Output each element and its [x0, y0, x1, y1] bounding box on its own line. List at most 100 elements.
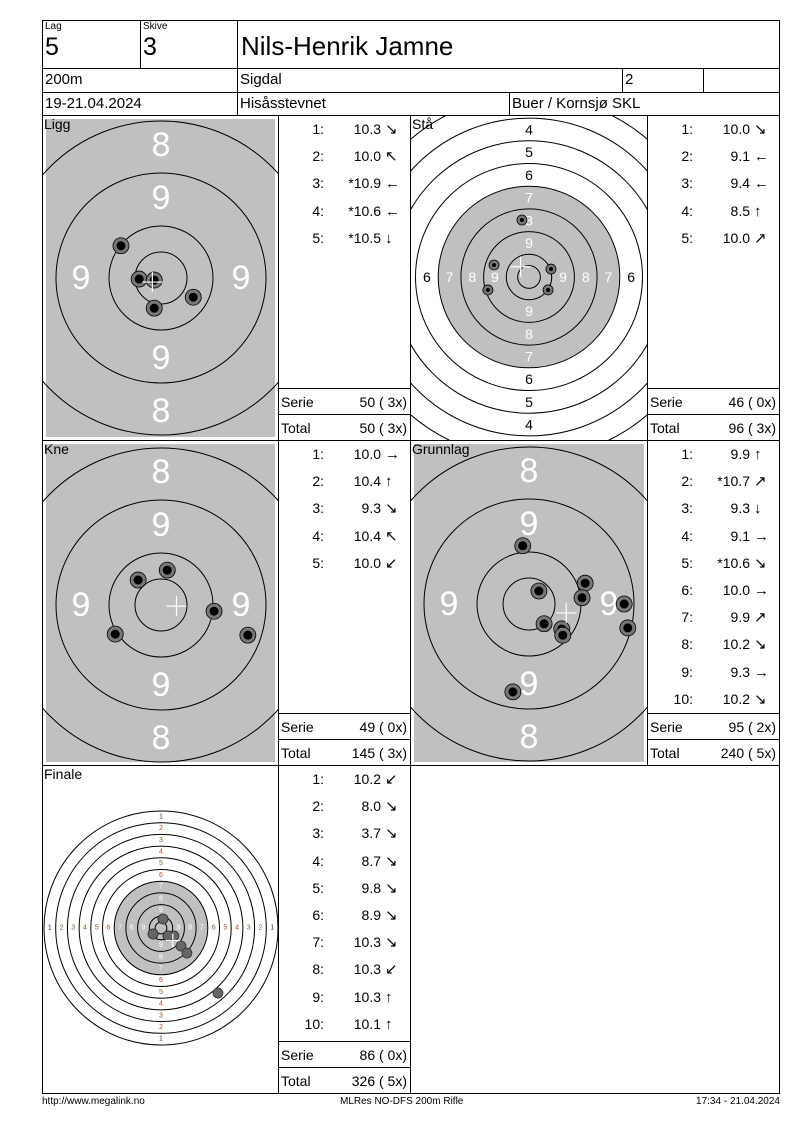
shot-hole: [184, 288, 202, 306]
shot-hole: [145, 299, 163, 317]
shot-number: 2:: [681, 473, 693, 490]
ring-number: 5: [223, 925, 227, 932]
ring-number: 9: [152, 339, 171, 377]
shot-row: 5: 10.0 ↙: [279, 550, 410, 577]
ring-number: 8: [582, 269, 590, 285]
shot-number: 1:: [681, 121, 693, 137]
ring-number: 8: [159, 954, 163, 961]
shot-value: 8.5: [730, 202, 750, 219]
ring-number: 9: [141, 925, 145, 932]
ring-number: 9: [177, 925, 181, 932]
shot-row: 2: 10.0 ↖: [279, 143, 410, 170]
ring-number: 4: [83, 925, 87, 932]
shot-value: 10.0: [722, 582, 750, 598]
direction-arrow-icon: →: [385, 446, 400, 463]
shot-number: 2:: [312, 798, 324, 815]
ring-number: 9: [559, 269, 567, 285]
footer-url[interactable]: http://www.megalink.no: [42, 1096, 145, 1107]
direction-arrow-icon: ↖: [385, 148, 398, 166]
shot-value: 10.3: [353, 121, 381, 137]
ring-number: 7: [200, 925, 204, 932]
total-label: Total: [281, 745, 311, 761]
shot-value: 10.0: [353, 446, 381, 462]
organizer: Buer / Kornsjø SKL: [512, 95, 641, 112]
direction-arrow-icon: ↘: [385, 879, 398, 897]
shot-number: 2:: [681, 148, 693, 165]
shot-hole: [158, 561, 176, 579]
direction-arrow-icon: ↗: [754, 229, 767, 247]
shot-value: 9.3: [730, 500, 750, 517]
total-label: Total: [650, 745, 680, 761]
ring-number: 6: [525, 167, 533, 183]
ring-number: 4: [525, 121, 533, 137]
shot-value: 10.3: [353, 988, 381, 1005]
shot-number: 1:: [312, 121, 324, 137]
ring-number: 6: [627, 269, 635, 285]
shot-value: 9.1: [730, 148, 750, 165]
group-center-cross-icon: [142, 272, 163, 293]
target-ring: [66, 833, 256, 1023]
ring-number: 7: [118, 925, 122, 932]
direction-arrow-icon: ↙: [385, 771, 398, 788]
ring-number: 2: [60, 925, 64, 932]
shot-number: 3:: [681, 500, 693, 517]
shot-hole: [554, 626, 572, 644]
target-background: [46, 444, 275, 762]
ring-number: 3: [159, 1012, 163, 1019]
footer-timestamp: 17:34 - 21.04.2024: [696, 1096, 780, 1107]
group-center-cross-icon: [166, 596, 187, 617]
ring-number: 7: [446, 269, 454, 285]
shot-value: 10.0: [722, 121, 750, 137]
shot-value: 10.2: [722, 636, 750, 653]
ring-number: 8: [525, 212, 533, 228]
shot-value: 3.7: [361, 825, 381, 842]
direction-arrow-icon: ↑: [385, 473, 393, 491]
ring-number: 8: [520, 718, 539, 756]
serie-label: Serie: [650, 719, 683, 735]
ring-number: 5: [95, 925, 99, 932]
ring-number: 8: [520, 452, 539, 490]
shot-row: 5: *10.5 ↓: [279, 225, 410, 252]
shot-value: 10.2: [353, 771, 381, 787]
ring-number: 4: [159, 1001, 163, 1008]
ring-number: 3: [159, 837, 163, 844]
shot-number: 5:: [681, 554, 693, 571]
serie-value: 95 ( 2x): [728, 719, 776, 735]
target-ring: [43, 447, 278, 763]
target-ring: [55, 172, 267, 384]
shot-number: 7:: [681, 609, 693, 626]
ring-number: 9: [232, 586, 251, 624]
serie-value: 49 ( 0x): [359, 719, 407, 735]
ring-number: 7: [159, 965, 163, 972]
ring-number: 9: [600, 585, 619, 623]
shot-value: 9.3: [361, 500, 381, 517]
shot-number: 9:: [312, 988, 324, 1005]
shot-row: 4: *10.6 ←: [279, 198, 410, 225]
target-label: Ligg: [44, 116, 71, 132]
direction-arrow-icon: ↘: [754, 636, 767, 654]
class-cell: 2: [622, 68, 704, 93]
shot-hole: [162, 930, 174, 942]
lag-value: 5: [45, 33, 59, 61]
direction-arrow-icon: ↑: [385, 1015, 393, 1033]
target-ring: [90, 857, 232, 999]
shot-hole: [619, 619, 637, 637]
shot-row: 2: *10.7 ↗: [648, 468, 779, 495]
total-value: 50 ( 3x): [359, 420, 407, 436]
class: 2: [625, 71, 634, 88]
shot-value: 8.7: [361, 852, 381, 869]
organizer-cell: Buer / Kornsjø SKL: [509, 92, 780, 116]
ring-number: 8: [152, 126, 171, 164]
ring-number: 6: [106, 925, 110, 932]
shot-number: 3:: [312, 500, 324, 517]
shot-hole: [239, 626, 257, 644]
skive-value: 3: [143, 33, 157, 61]
direction-arrow-icon: ←: [385, 202, 400, 220]
ring-number: 1: [48, 925, 52, 932]
shot-value: 9.9: [730, 446, 750, 462]
